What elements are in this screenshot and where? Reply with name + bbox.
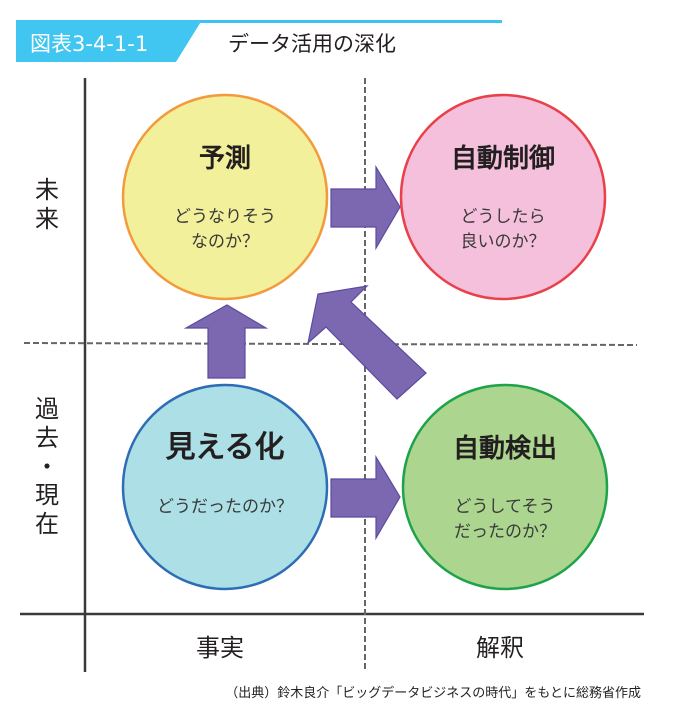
- arrow-visualization-to-auto-detection: [330, 454, 401, 541]
- circle-question-line: なのか？: [191, 232, 259, 252]
- arrow-visualization-to-prediction: [183, 304, 269, 379]
- circle-question-line: 良いのか？: [461, 232, 546, 252]
- figure-number-tag: [16, 20, 202, 62]
- circle-question-line: どうなりそう: [174, 207, 276, 227]
- arrow-prediction-to-auto-control: [330, 164, 401, 251]
- circle-question-line: どうしたら: [461, 207, 546, 227]
- figure-number: 図表3-4-1-1: [30, 32, 149, 56]
- circle-title: 自動検出: [453, 433, 557, 464]
- circle-shape: [121, 93, 329, 301]
- y-axis-label-future: 未来: [35, 176, 59, 233]
- circle-shape: [121, 383, 329, 591]
- circle-title: 予測: [199, 144, 251, 174]
- circle-question-line: どうだったのか？: [157, 497, 293, 517]
- circle-shape: [401, 383, 609, 591]
- circle-question-line: だったのか？: [454, 522, 556, 542]
- arrows-group: [183, 164, 427, 541]
- x-axis-label-interpretation: 解釈: [476, 634, 524, 662]
- circle-title: 自動制御: [451, 143, 555, 174]
- figure-title: データ活用の深化: [228, 32, 396, 56]
- circle-title: 見える化: [165, 430, 284, 465]
- source-caption: （出典）鈴木良介「ビッグデータビジネスの時代」をもとに総務省作成: [225, 686, 641, 701]
- header-rule: [16, 20, 502, 23]
- x-axis-label-fact: 事実: [196, 634, 244, 662]
- arrow-auto-detection-to-prediction: [307, 285, 427, 400]
- y-axis-label-past-present: 過去・現在: [35, 395, 59, 539]
- horizontal-divider: [23, 342, 638, 346]
- circle-question-line: どうしてそう: [455, 497, 556, 517]
- circle-shape: [399, 93, 607, 301]
